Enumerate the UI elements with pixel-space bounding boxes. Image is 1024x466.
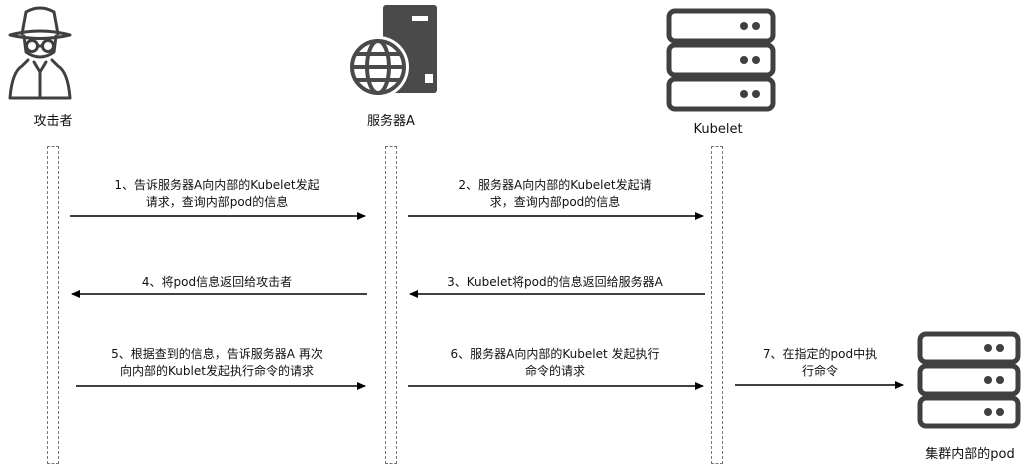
lifeline-attacker (47, 146, 59, 464)
message-5: 5、根据查到的信息，告诉服务器A 再次 向内部的Kublet发起执行命令的请求 (72, 346, 362, 380)
message-7-line-1: 7、在指定的pod中执 (762, 347, 878, 361)
message-4-line-1: 4、将pod信息返回给攻击者 (141, 275, 293, 289)
message-7: 7、在指定的pod中执 行命令 (740, 346, 900, 380)
actor-label-attacker: 攻击者 (33, 114, 73, 129)
message-6-line-2: 命令的请求 (524, 364, 585, 378)
message-4: 4、将pod信息返回给攻击者 (72, 274, 362, 291)
message-1-line-1: 1、告诉服务器A向内部的Kubelet发起 (114, 178, 320, 192)
actor-label-server: 服务器A (367, 114, 415, 129)
message-7-line-2: 行命令 (801, 364, 838, 378)
actor-label-pod: 集群内部的pod (925, 447, 1015, 462)
message-6-line-1: 6、服务器A向内部的Kubelet 发起执行 (450, 347, 660, 361)
message-3: 3、Kubelet将pod的信息返回给服务器A (410, 274, 700, 291)
server-rack-icon (917, 331, 1021, 429)
message-2-line-1: 2、服务器A向内部的Kubelet发起请 (458, 178, 652, 192)
message-2: 2、服务器A向内部的Kubelet发起请 求，查询内部pod的信息 (410, 177, 700, 211)
message-5-line-2: 向内部的Kublet发起执行命令的请求 (120, 364, 314, 378)
message-6: 6、服务器A向内部的Kubelet 发起执行 命令的请求 (410, 346, 700, 380)
spy-icon (8, 6, 72, 100)
message-3-line-1: 3、Kubelet将pod的信息返回给服务器A (447, 275, 663, 289)
actor-label-kubelet: Kubelet (693, 122, 743, 137)
message-5-line-1: 5、根据查到的信息，告诉服务器A 再次 (111, 347, 323, 361)
lifeline-server (385, 146, 397, 464)
server-rack-icon (666, 8, 776, 112)
message-1-line-2: 请求，查询内部pod的信息 (145, 195, 289, 209)
message-2-line-2: 求，查询内部pod的信息 (489, 195, 621, 209)
message-1: 1、告诉服务器A向内部的Kubelet发起 请求，查询内部pod的信息 (72, 177, 362, 211)
lifeline-kubelet (711, 146, 723, 464)
web-server-icon (347, 5, 437, 98)
